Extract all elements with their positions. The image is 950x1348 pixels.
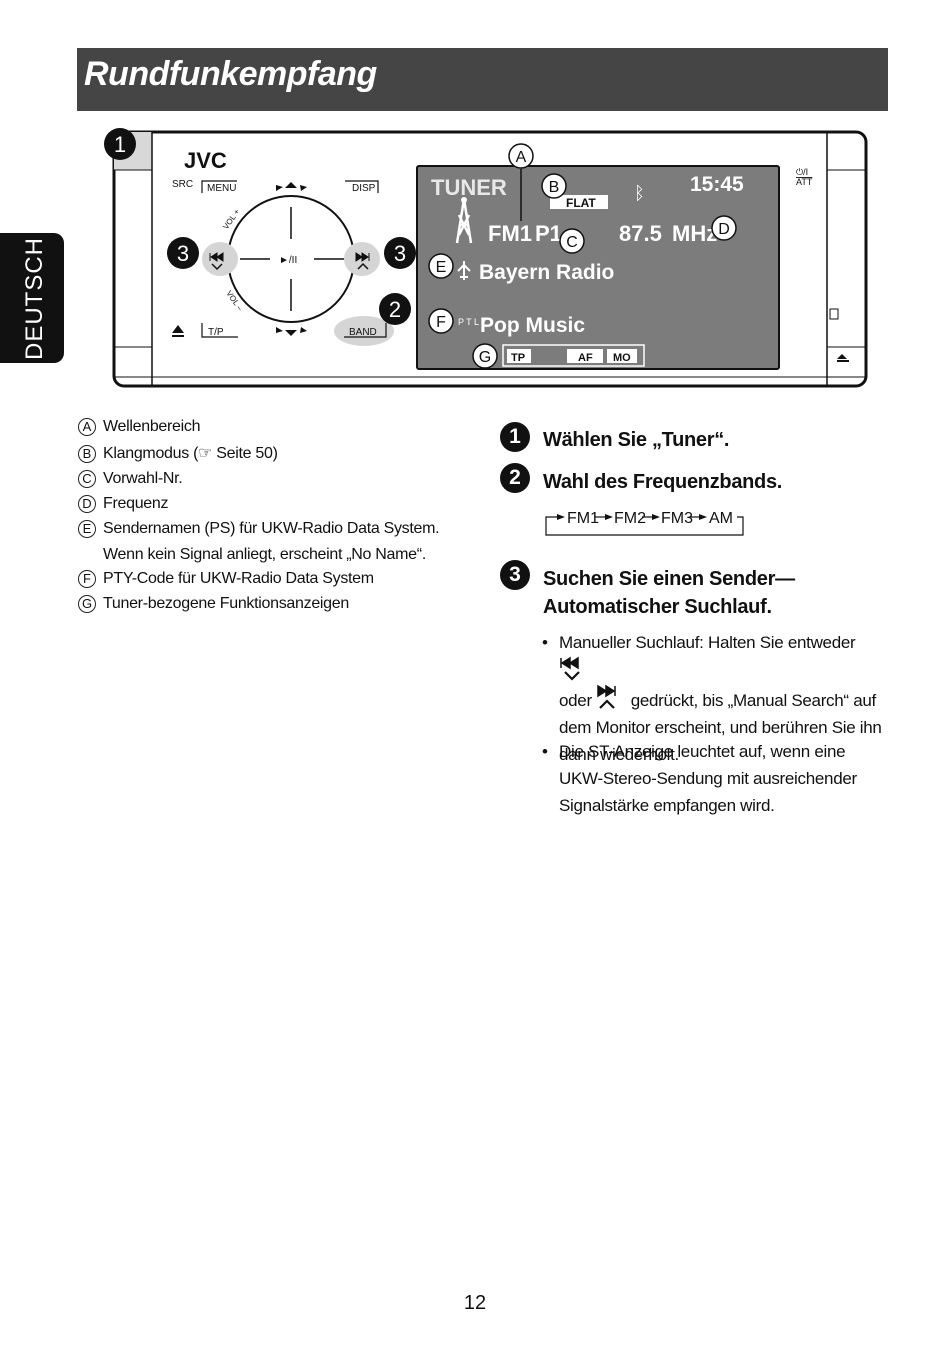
band-am: AM	[709, 510, 733, 527]
indicator-mo: MO	[613, 352, 631, 364]
callout-2: 2	[379, 293, 411, 325]
legend-text: Tuner-bezogene Funktionsanzeigen	[103, 595, 349, 612]
legend-item: C Vorwahl-Nr.	[78, 469, 183, 489]
band-highlight	[334, 316, 394, 346]
callout-b: B	[541, 173, 567, 199]
band-cycle-diagram: FM1 FM2 FM3 AM	[545, 510, 744, 536]
callout-1: 1	[104, 128, 136, 160]
legend-letter: A	[78, 418, 96, 436]
screen-preset: P1	[535, 221, 562, 246]
legend-text: PTY-Code für UKW-Radio Data System	[103, 570, 374, 587]
svg-text:C: C	[566, 234, 578, 251]
page-number: 12	[463, 1292, 487, 1314]
legend-item: E Sendernamen (PS) für UKW-Radio Data Sy…	[78, 519, 453, 568]
legend-item: D Frequenz	[78, 494, 169, 514]
up-arrow-icon	[285, 182, 297, 188]
att-label: ATT	[796, 177, 813, 187]
skip-forward-icon	[597, 684, 617, 709]
callout-g: G	[472, 343, 498, 369]
indicator-af: AF	[578, 352, 593, 364]
step-1-number: 1	[500, 422, 530, 452]
page-title: Rundfunkempfang	[84, 55, 377, 93]
legend-text: Wellenbereich	[103, 418, 201, 435]
svg-text:3: 3	[177, 241, 189, 266]
legend-text: Klangmodus (☞ Seite 50)	[103, 445, 278, 462]
svg-text:F: F	[436, 314, 446, 331]
skip-back-icon	[209, 252, 224, 262]
callout-3-left: 3	[167, 237, 199, 269]
callout-c: C	[559, 228, 585, 254]
eject-icon	[172, 325, 184, 333]
step-3-number: 3	[500, 560, 530, 590]
display-screen	[416, 165, 780, 370]
menu-label: MENU	[207, 183, 236, 194]
legend-text: Vorwahl-Nr.	[103, 470, 183, 487]
down-arrow-icon	[285, 330, 297, 336]
screen-pty: Pop Music	[480, 314, 585, 337]
indicator-box	[502, 344, 645, 367]
legend-letter: B	[78, 445, 96, 463]
pty-icon: P T L Y	[458, 317, 487, 327]
title-bar	[77, 48, 888, 111]
callout-e: E	[428, 253, 454, 279]
svg-text:B: B	[549, 179, 560, 196]
power-icon: ⏻/I	[796, 167, 808, 177]
band-fm2: FM2	[614, 510, 646, 527]
legend-text: Frequenz	[103, 495, 169, 512]
band-fm1: FM1	[567, 510, 599, 527]
step-3-title: Suchen Sie einen Sender—Automatischer Su…	[543, 568, 795, 618]
bullet-stereo-indicator: • Die ST-Anzeige leuchtet auf, wenn eine…	[542, 742, 857, 815]
legend-item: G Tuner-bezogene Funktionsanzeigen	[78, 594, 349, 614]
indicator-tp: TP	[511, 352, 525, 364]
svg-text:2: 2	[389, 297, 401, 322]
skip-forward-icon	[355, 252, 370, 262]
callout-f: F	[428, 308, 454, 334]
screen-flat: FLAT	[566, 196, 596, 210]
step-1-title: Wählen Sie „Tuner“.	[543, 429, 730, 451]
device-illustration: JVC SRC MENU DISP T/P BAND ►/II VOL + VO…	[104, 128, 868, 388]
tp-label: T/P	[208, 327, 224, 338]
step-2-number: 2	[500, 463, 530, 493]
legend-item: B Klangmodus (☞ Seite 50)	[78, 444, 278, 464]
callout-3-right: 3	[384, 237, 416, 269]
svg-text:D: D	[718, 221, 730, 238]
screen-frequency: 87.5	[619, 221, 662, 246]
station-icon	[457, 261, 471, 280]
language-tab	[0, 233, 64, 363]
svg-text:A: A	[516, 149, 527, 166]
bluetooth-icon: ᛒ	[634, 183, 645, 203]
screen-unit: MHz	[672, 221, 717, 246]
svg-text:E: E	[436, 259, 447, 276]
legend-item: F PTY-Code für UKW-Radio Data System	[78, 569, 374, 589]
band-fm3: FM3	[661, 510, 693, 527]
screen-time: 15:45	[690, 173, 744, 196]
play-pause-label: ►/II	[279, 255, 297, 266]
antenna-icon	[455, 198, 473, 244]
legend-letter: D	[78, 495, 96, 513]
skip-back-icon	[560, 656, 580, 681]
legend-text: Sendernamen (PS) für UKW-Radio Data Syst…	[103, 520, 440, 563]
screen-tuner: TUNER	[431, 175, 507, 200]
screen-station: Bayern Radio	[479, 261, 614, 284]
screen-band: FM1	[488, 221, 532, 246]
svg-text:3: 3	[394, 241, 406, 266]
brand-logo: JVC	[184, 148, 227, 173]
language-tab-label: DEUTSCH	[21, 236, 48, 360]
src-label: SRC	[172, 179, 193, 190]
legend-letter: C	[78, 470, 96, 488]
callout-d: D	[711, 215, 737, 241]
band-label: BAND	[349, 327, 377, 338]
bullet-manual-search: • Manueller Suchlauf: Halten Sie entwede…	[542, 633, 882, 764]
step-2-title: Wahl des Frequenzbands.	[543, 471, 783, 493]
legend-item: A Wellenbereich	[78, 417, 201, 437]
legend-letter: F	[78, 570, 96, 588]
legend-letter: G	[78, 595, 96, 613]
disp-label: DISP	[352, 183, 376, 194]
legend-letter: E	[78, 520, 96, 538]
svg-text:1: 1	[114, 132, 126, 157]
svg-text:G: G	[479, 349, 491, 366]
callout-a: A	[508, 143, 534, 169]
